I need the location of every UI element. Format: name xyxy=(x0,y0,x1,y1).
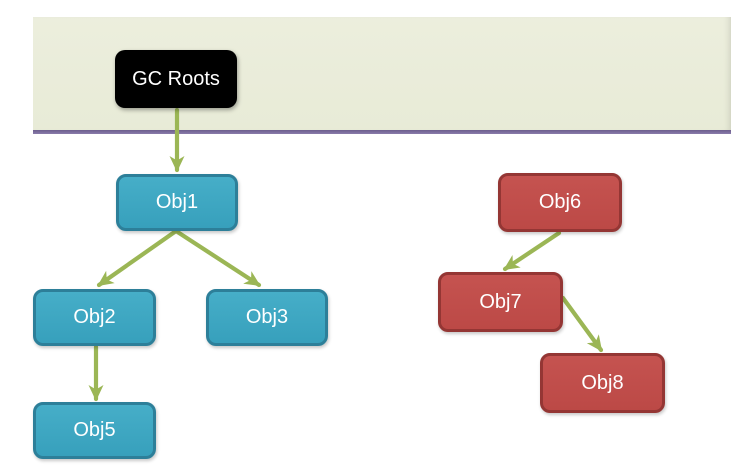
node-obj6: Obj6 xyxy=(498,173,622,232)
node-obj2: Obj2 xyxy=(33,289,156,346)
arrow-obj1-obj2 xyxy=(96,228,179,288)
node-obj5-label: Obj5 xyxy=(73,419,116,441)
node-obj8: Obj8 xyxy=(540,353,665,413)
banner-divider-line xyxy=(33,130,731,134)
node-obj1: Obj1 xyxy=(116,174,238,231)
node-obj2-label: Obj2 xyxy=(73,306,116,328)
arrow-obj1-obj3 xyxy=(173,228,262,288)
node-gc-roots: GC Roots xyxy=(115,50,237,108)
node-obj3: Obj3 xyxy=(206,289,328,346)
node-obj7-label: Obj7 xyxy=(479,290,522,313)
arrow-obj6-obj7 xyxy=(502,230,562,272)
arrow-obj7-obj8 xyxy=(560,295,604,353)
node-obj7: Obj7 xyxy=(438,272,563,332)
node-obj8-label: Obj8 xyxy=(581,371,624,394)
node-obj1-label: Obj1 xyxy=(155,191,199,213)
node-gc-roots-label: GC Roots xyxy=(132,67,220,90)
node-obj5: Obj5 xyxy=(33,402,156,459)
node-obj3-label: Obj3 xyxy=(245,306,289,328)
node-obj6-label: Obj6 xyxy=(538,191,582,213)
